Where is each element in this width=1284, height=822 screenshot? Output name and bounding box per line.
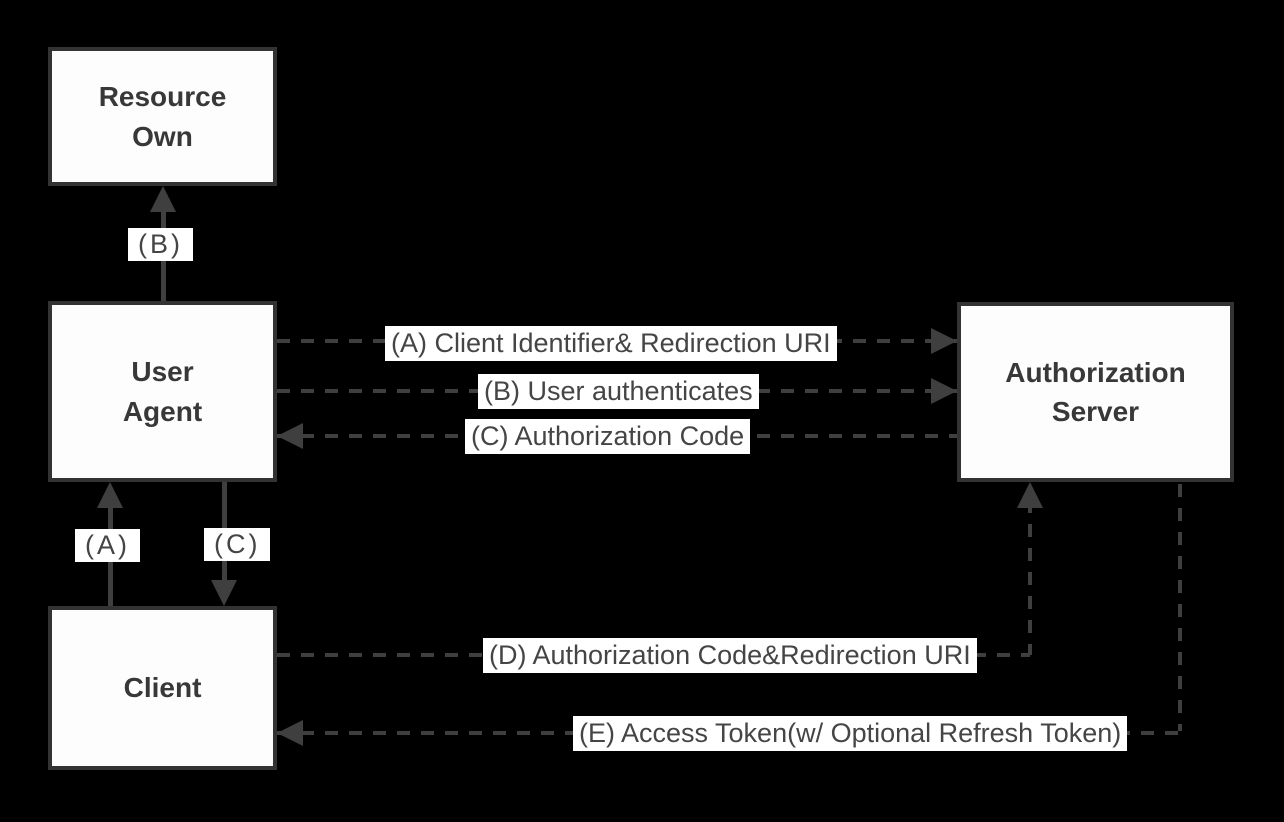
edge-d-msg-arrowhead-icon [1017,482,1043,508]
edge-a-up-arrowhead-icon [97,482,123,508]
user-agent-box: User Agent [48,301,277,482]
edge-c-msg-arrowhead-icon [277,423,303,449]
edge-a-up-label: (A) [75,529,140,562]
edge-a-msg-arrowhead-icon [931,328,957,354]
edge-c-down-arrowhead-icon [211,580,237,606]
edge-a-msg-label: (A) Client Identifier& Redirection URI [385,326,837,361]
edge-d-msg-label: (D) Authorization Code&Redirection URI [483,638,977,673]
client-box: Client [48,606,277,770]
user-agent-label: User Agent [122,356,203,427]
client-label: Client [123,672,202,704]
edge-d-msg-line-vertical [1028,500,1032,655]
edge-e-msg-arrowhead-icon [277,720,303,746]
edge-b-owner-label: (B) [128,228,193,261]
edge-e-msg-line-vertical [1178,484,1182,731]
resource-owner-label: Resource Own [98,81,227,152]
edge-b-msg-label: (B) User authenticates [478,374,759,409]
edge-b-owner-arrowhead-icon [150,186,176,212]
authorization-server-label: Authorization Server [1005,356,1186,427]
authorization-server-box: Authorization Server [957,302,1234,482]
edge-c-down-label: (C) [204,528,271,561]
resource-owner-box: Resource Own [48,47,277,186]
edge-b-msg-arrowhead-icon [931,378,957,404]
edge-e-msg-label: (E) Access Token(w/ Optional Refresh Tok… [573,716,1128,751]
edge-c-msg-label: (C) Authorization Code [465,419,751,454]
